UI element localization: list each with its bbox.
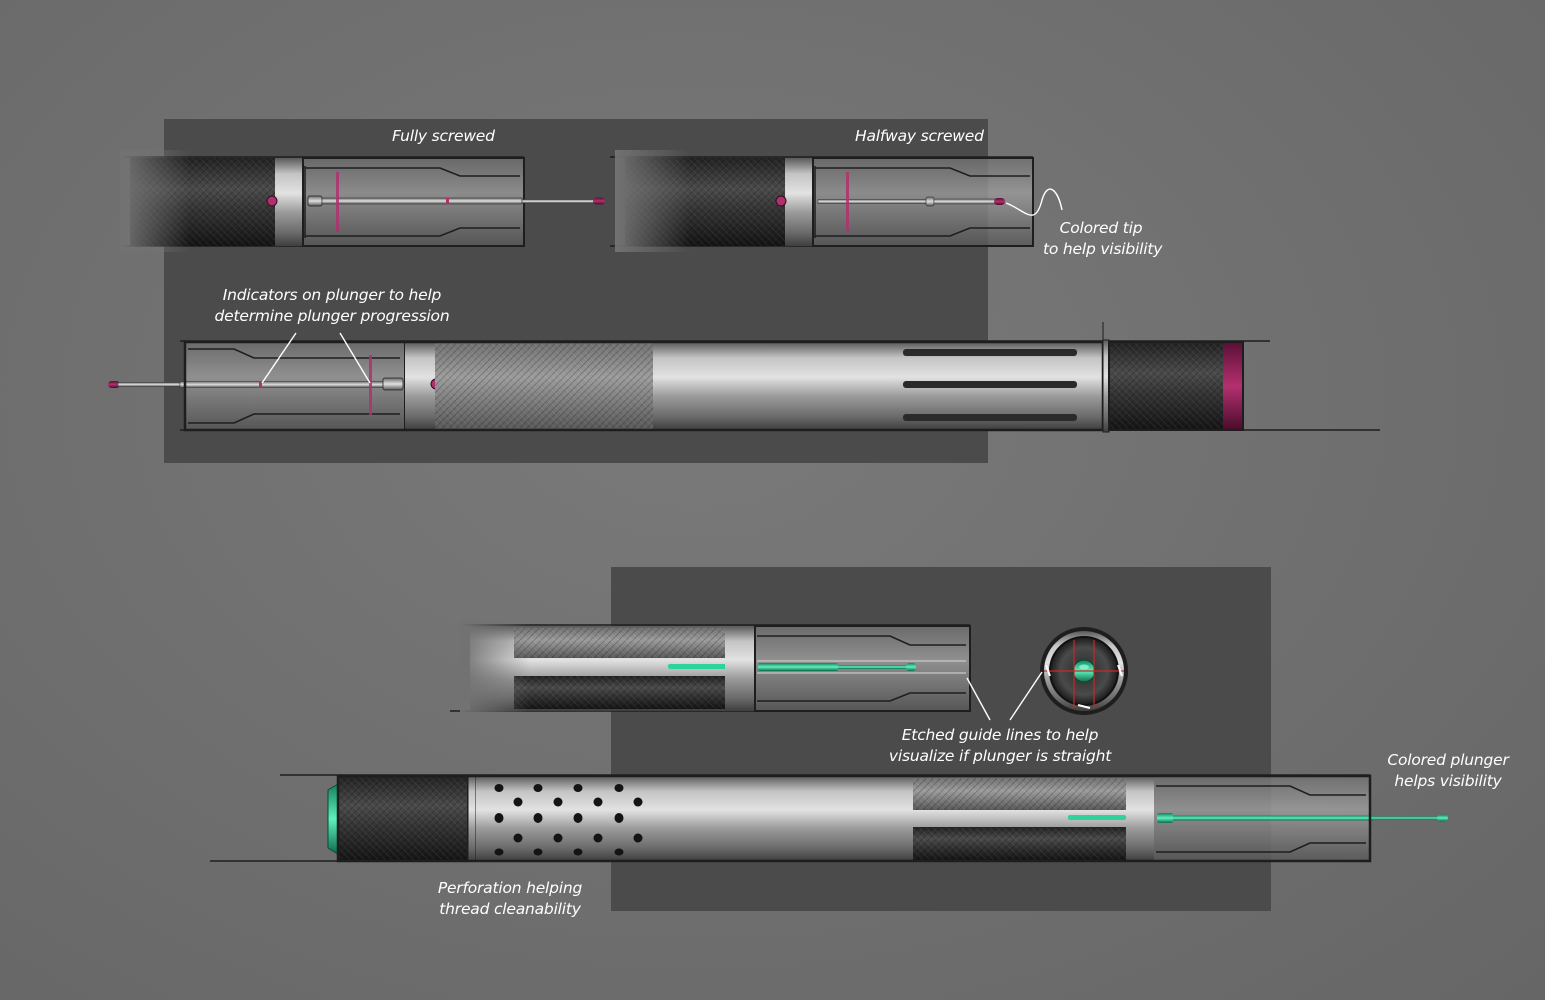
colored-tip-line-2: to help visibility	[1043, 240, 1163, 258]
colored-tip-label: Colored tip to help visibility	[1043, 218, 1163, 260]
fully-screwed-label: Fully screwed	[392, 127, 495, 145]
perforation-line-1: Perforation helping	[437, 879, 583, 897]
halfway-screwed-view	[610, 150, 1063, 252]
end-on-view	[1009, 627, 1128, 721]
green-variant-closeup	[450, 620, 991, 721]
indicators-line-2: determine plunger progression	[214, 307, 450, 325]
indicators-line-1: Indicators on plunger to help	[222, 286, 442, 304]
etched-guide-label: Etched guide lines to help visualize if …	[888, 725, 1112, 767]
indicators-label: Indicators on plunger to help determine …	[212, 285, 452, 327]
full-assembly-top	[108, 322, 1380, 433]
colored-plunger-line-2: helps visibility	[1394, 772, 1502, 790]
full-assembly-bottom	[210, 774, 1448, 863]
halfway-screwed-label: Halfway screwed	[855, 127, 984, 145]
fully-screwed-view	[120, 150, 605, 252]
etched-guide-line-2: visualize if plunger is straight	[888, 747, 1112, 765]
perforation-line-2: thread cleanability	[439, 900, 581, 918]
colored-plunger-label: Colored plunger helps visibility	[1384, 750, 1512, 792]
etched-guide-line-1: Etched guide lines to help	[901, 726, 1099, 744]
colored-plunger-line-1: Colored plunger	[1387, 751, 1509, 769]
colored-tip-line-1: Colored tip	[1059, 219, 1143, 237]
perforation-label: Perforation helping thread cleanability	[432, 878, 588, 920]
